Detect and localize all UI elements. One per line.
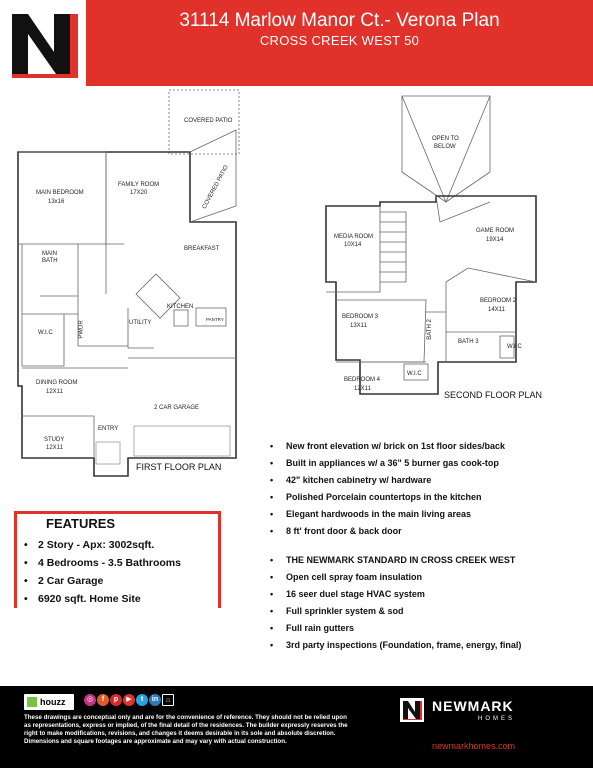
main-bath-label-2: BATH — [42, 258, 58, 264]
family-room-label: FAMILY ROOM — [118, 182, 160, 188]
feature-item: 2 Car Garage — [24, 572, 181, 590]
features-box — [14, 511, 221, 608]
bedroom-2-label: BEDROOM 2 — [480, 298, 517, 304]
twitter-icon[interactable]: t — [136, 694, 148, 706]
covered-patio-label: COVERED PATIO — [184, 118, 233, 124]
spec-item: 42" kitchen cabinetry w/ hardware — [270, 472, 505, 489]
feature-item: 2 Story - Apx: 3002sqft. — [24, 536, 181, 554]
spec-item: 8 ft' front door & back door — [270, 523, 505, 540]
spec-item: Polished Porcelain countertops in the ki… — [270, 489, 505, 506]
study-size: 12X11 — [46, 445, 63, 451]
n-logo-icon — [4, 4, 82, 82]
pwdr-label: PWDR — [78, 320, 85, 339]
feature-item: 4 Bedrooms - 3.5 Bathrooms — [24, 554, 181, 572]
brand-sub: HOMES — [478, 716, 516, 722]
spec-item: Elegant hardwoods in the main living are… — [270, 506, 505, 523]
disclaimer-text: These drawings are conceptual only and a… — [24, 714, 348, 745]
dining-room-size: 12X11 — [46, 389, 63, 395]
bedroom-2-size: 14X11 — [488, 307, 505, 313]
pinterest-icon[interactable]: p — [110, 694, 122, 706]
spec-list-bottom: THE NEWMARK STANDARD IN CROSS CREEK WEST… — [270, 552, 521, 654]
kitchen-label: KITCHEN — [167, 304, 194, 310]
newmark-n-icon — [400, 698, 424, 722]
newmark-logo — [0, 0, 86, 86]
bath-2-label: BATH 2 — [426, 319, 433, 340]
second-floor-caption: SECOND FLOOR PLAN — [444, 390, 543, 400]
feature-item: 6920 sqft. Home Site — [24, 590, 181, 608]
bedroom-4-size: 12X11 — [354, 386, 371, 392]
website-link[interactable]: newmarkhomes.com — [432, 741, 516, 751]
page-title: 31114 Marlow Manor Ct.- Verona Plan — [179, 10, 500, 31]
study-label: STUDY — [44, 437, 65, 443]
spec-item: THE NEWMARK STANDARD IN CROSS CREEK WEST — [270, 552, 521, 569]
entry-label: ENTRY — [98, 426, 119, 432]
features-list: 2 Story - Apx: 3002sqft. 4 Bedrooms - 3.… — [24, 536, 181, 608]
youtube-icon[interactable]: ▶ — [123, 694, 135, 706]
houzz-icon — [27, 697, 37, 707]
bedroom-4-label: BEDROOM 4 — [344, 377, 381, 383]
bath-3-label: BATH 3 — [458, 339, 479, 345]
wic-label: W.I.C — [38, 330, 53, 336]
main-bath-label-1: MAIN — [42, 251, 57, 257]
header-banner — [0, 0, 593, 86]
spec-item: 16 seer duel stage HVAC system — [270, 586, 521, 603]
spec-item: 3rd party inspections (Foundation, frame… — [270, 637, 521, 654]
first-floor-plan — [17, 89, 240, 477]
open-to-below-label-1: OPEN TO — [432, 136, 459, 142]
family-room-size: 17X20 — [130, 190, 148, 196]
brand-name: NEWMARK — [432, 698, 514, 714]
spec-item: New front elevation w/ brick on 1st floo… — [270, 438, 505, 455]
wic-bedroom-2-label: W.I.C — [507, 344, 522, 350]
houzz-label: houzz — [40, 697, 66, 707]
instagram-icon[interactable]: ◎ — [84, 694, 96, 706]
houzz-badge[interactable]: houzz — [24, 694, 74, 710]
wic-bedroom-4-label: W.I.C — [407, 371, 422, 377]
media-room-size: 10X14 — [344, 242, 362, 248]
main-bedroom-size: 13x16 — [48, 199, 65, 205]
game-room-label: GAME ROOM — [476, 228, 515, 234]
bedroom-3-label: BEDROOM 3 — [342, 314, 379, 320]
spec-item: Open cell spray foam insulation — [270, 569, 521, 586]
media-room-label: MEDIA ROOM — [334, 234, 374, 240]
features-title: FEATURES — [46, 516, 116, 531]
equal-housing-icon: ⌂ — [162, 694, 174, 706]
breakfast-label: BREAKFAST — [184, 246, 220, 252]
spec-item: Full sprinkler system & sod — [270, 603, 521, 620]
bedroom-3-size: 13X11 — [350, 323, 367, 329]
main-bedroom-label: MAIN BEDROOM — [36, 190, 84, 196]
spec-item: Built in appliances w/ a 36" 5 burner ga… — [270, 455, 505, 472]
garage-label: 2 CAR GARAGE — [154, 405, 200, 411]
open-to-below-label-2: BELOW — [434, 144, 456, 150]
linkedin-icon[interactable]: in — [149, 694, 161, 706]
page-subtitle: CROSS CREEK WEST 50 — [259, 33, 420, 48]
utility-label: UTILITY — [129, 320, 152, 326]
second-floor-plan — [325, 95, 537, 395]
facebook-icon[interactable]: f — [97, 694, 109, 706]
dining-room-label: DINING ROOM — [36, 380, 78, 386]
first-floor-caption: FIRST FLOOR PLAN — [136, 462, 222, 472]
spec-item: Full rain gutters — [270, 620, 521, 637]
pantry-label: PANTRY — [206, 317, 224, 322]
spec-list-top: New front elevation w/ brick on 1st floo… — [270, 438, 505, 540]
game-room-size: 19X14 — [486, 237, 504, 243]
